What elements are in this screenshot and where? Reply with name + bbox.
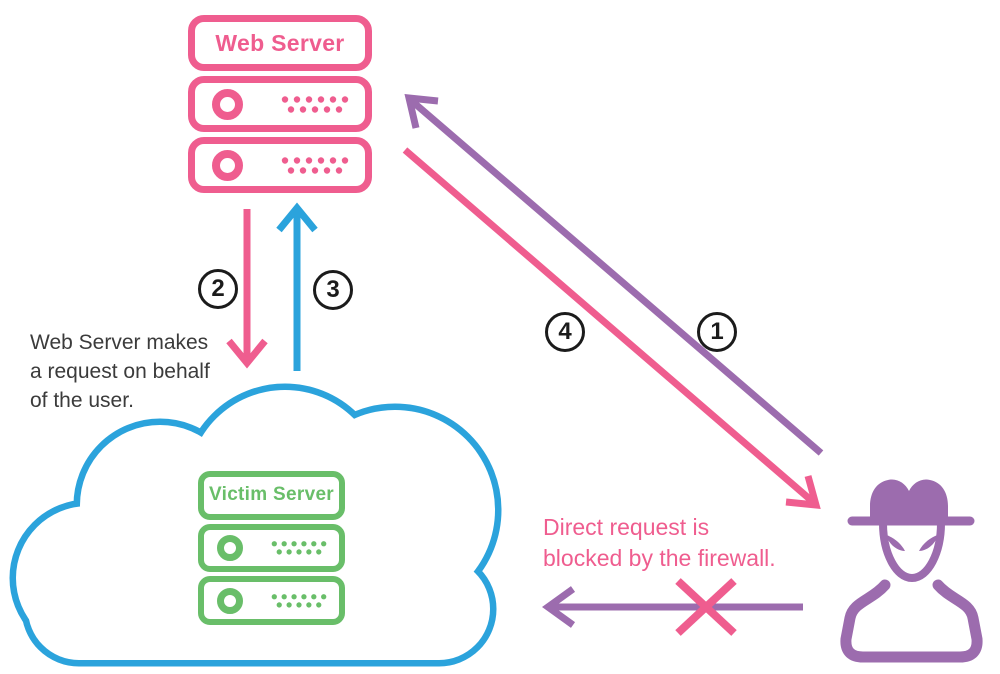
webserver-behalf-note: Web Server makes a request on behalf of … xyxy=(30,328,210,415)
web-server-unit-row xyxy=(188,76,372,132)
victim-server-unit-row xyxy=(198,523,345,573)
arrow-4-webserver-to-attacker-icon xyxy=(402,147,821,509)
attacker-shoulders xyxy=(840,579,983,663)
arrow-3-victim-to-webserver-icon xyxy=(276,202,318,371)
victim-server-label: Victim Server xyxy=(208,484,334,506)
vent-dots-icon xyxy=(281,156,349,174)
drive-ring-icon xyxy=(212,149,243,181)
arrow-1-attacker-to-webserver-icon xyxy=(404,94,824,456)
attacker-left-eye xyxy=(886,535,905,551)
attacker-right-eye xyxy=(919,535,938,551)
step-badge-1: 1 xyxy=(697,312,737,352)
note-line: a request on behalf xyxy=(30,360,210,383)
firewall-blocked-note: Direct request is blocked by the firewal… xyxy=(543,512,776,574)
step-badge-2: 2 xyxy=(198,269,238,309)
web-server-label-row: Web Server xyxy=(188,15,372,71)
note-line: of the user. xyxy=(30,389,134,412)
note-line: Web Server makes xyxy=(30,331,209,354)
vent-dots-icon xyxy=(271,541,327,555)
note-line: blocked by the firewall. xyxy=(543,545,776,571)
note-line: Direct request is xyxy=(543,514,710,540)
vent-dots-icon xyxy=(281,95,349,113)
web-server-label: Web Server xyxy=(215,29,345,56)
drive-ring-icon xyxy=(212,88,243,120)
victim-server-icon: Victim Server xyxy=(198,471,345,626)
blocked-x-icon xyxy=(675,578,737,636)
web-server-icon: Web Server xyxy=(188,15,372,193)
arrow-2-webserver-to-victim-icon xyxy=(226,209,268,369)
vent-dots-icon xyxy=(271,593,327,608)
attacker-hat-crown xyxy=(870,479,948,523)
victim-server-unit-row xyxy=(198,576,345,626)
drive-ring-icon xyxy=(217,587,243,614)
attacker-icon xyxy=(840,479,983,663)
drive-ring-icon xyxy=(217,535,243,561)
step-badge-4: 4 xyxy=(545,312,585,352)
step-badge-3: 3 xyxy=(313,270,353,310)
victim-server-label-row: Victim Server xyxy=(198,471,345,520)
web-server-unit-row xyxy=(188,137,372,193)
arrow-blocked-direct-request-icon xyxy=(542,586,803,628)
